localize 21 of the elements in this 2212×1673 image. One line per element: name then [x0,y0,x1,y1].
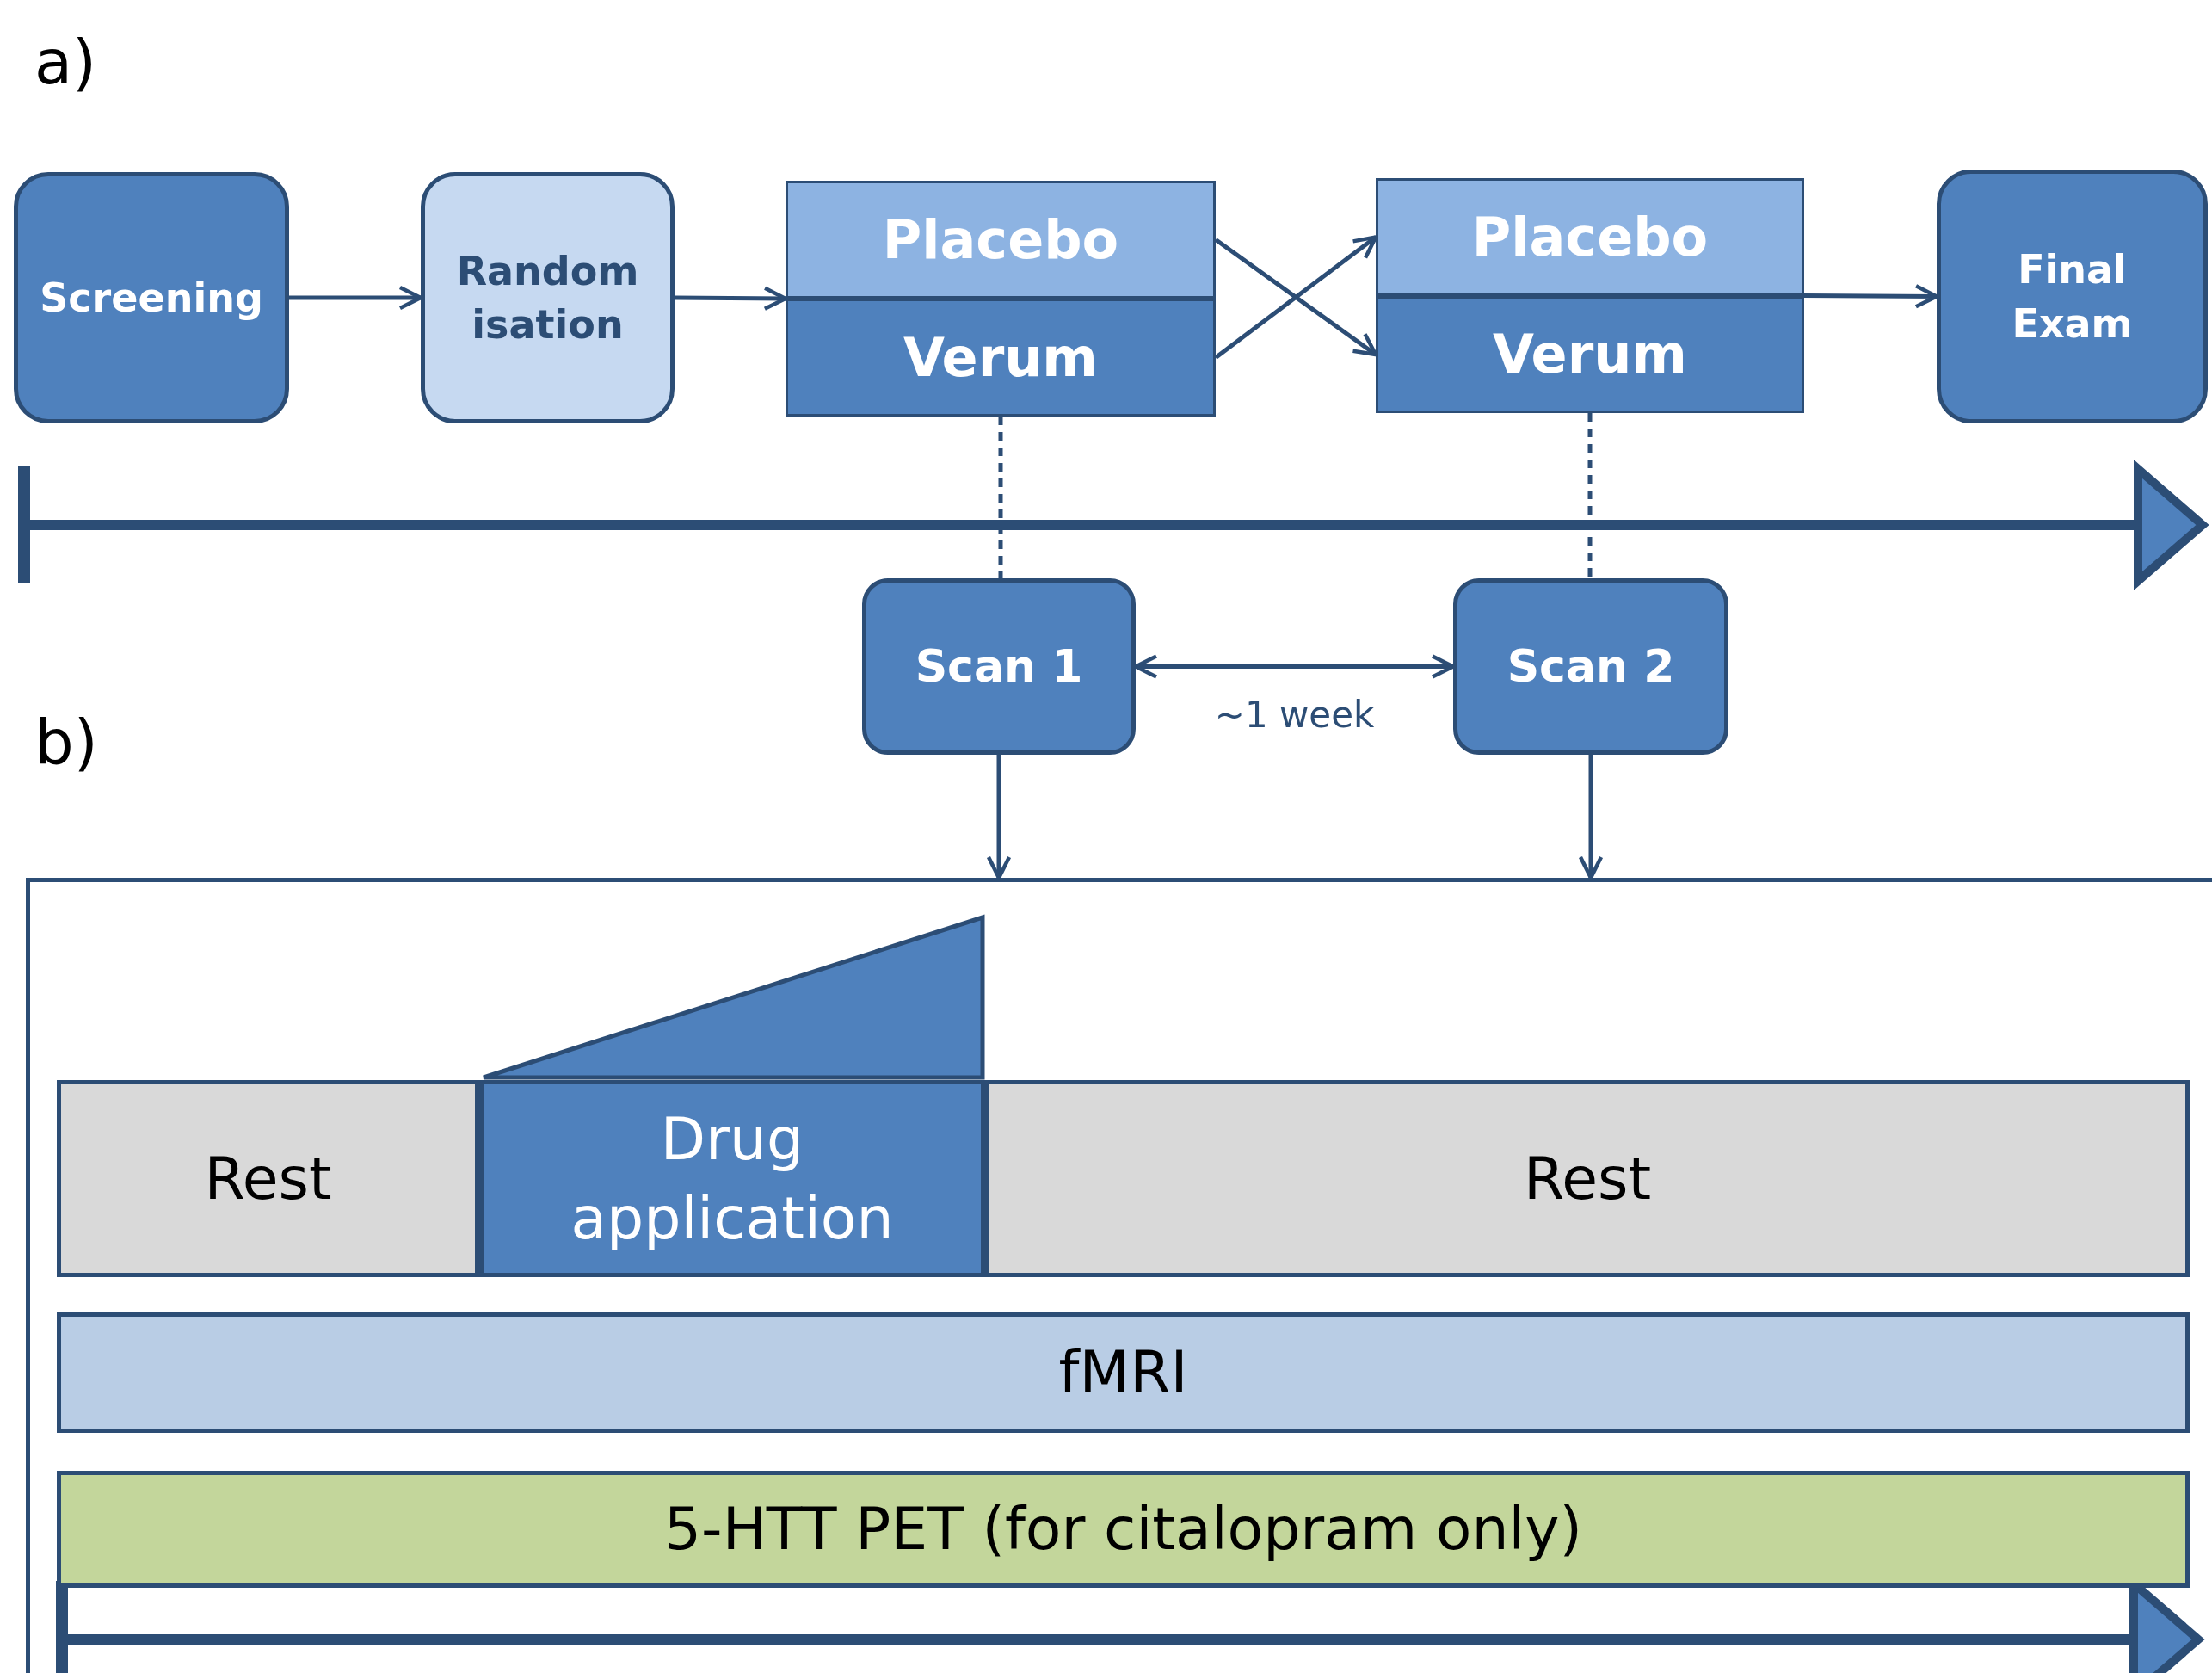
treatment-band: Placebo [1376,178,1804,296]
treatment-box [1376,178,1804,413]
panel-label: b) [34,706,98,778]
panel-frame [26,878,2212,1673]
panel-label: a) [34,26,97,98]
treatment-band: Placebo [786,181,1216,299]
process-box: Random isation [421,172,675,423]
treatment-band: Verum [786,299,1216,417]
dashed-connector [1587,413,1593,578]
process-box: Screening [14,172,289,423]
timeline-bar: 5-HTT PET (for citalopram only) [57,1471,2190,1588]
dashed-connector [998,417,1003,578]
treatment-box [786,181,1216,417]
timeline-bar: Rest [57,1080,479,1277]
scan-box: Scan 2 [1453,578,1728,755]
treatment-band: Verum [1376,296,1804,413]
timeline-bar: Rest [985,1080,2190,1277]
timeline-bar: Drug application [479,1080,985,1277]
timeline-bar: fMRI [57,1312,2190,1433]
scan-box: Scan 1 [862,578,1136,755]
process-box: Final Exam [1937,170,2208,423]
